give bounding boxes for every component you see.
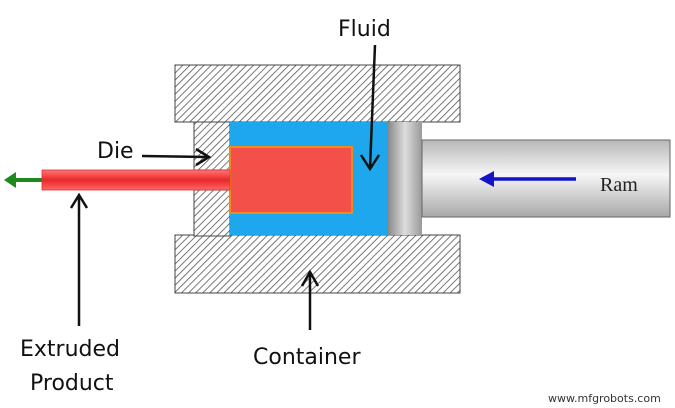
- extruded-label-line1: Extruded: [20, 337, 120, 362]
- fluid-label: Fluid: [338, 17, 391, 42]
- container-pointer-arrow-icon: [300, 269, 320, 330]
- fluid-pointer-arrow-icon: [359, 44, 381, 172]
- watermark: www.mfgrobots.com: [548, 392, 661, 405]
- ram-direction-arrow-icon: [479, 171, 576, 187]
- die-label: Die: [97, 139, 134, 164]
- container-label: Container: [253, 345, 361, 370]
- ram-label: Ram: [600, 174, 638, 196]
- die-pointer-arrow-icon: [141, 147, 212, 167]
- extruded-rod: [41, 169, 231, 191]
- billet: [229, 146, 353, 214]
- extruded-pointer-arrow-icon: [69, 192, 89, 326]
- exit-arrow-icon: [4, 172, 42, 188]
- die-lower: [193, 189, 231, 237]
- ram-head: [388, 122, 422, 235]
- container-top: [174, 64, 461, 123]
- extruded-label-line2: Product: [30, 371, 114, 396]
